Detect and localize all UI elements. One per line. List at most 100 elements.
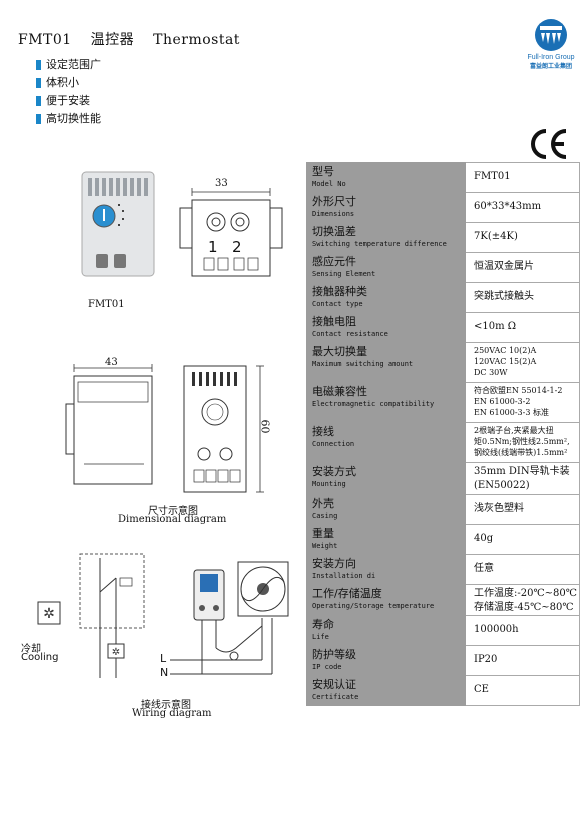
spec-key-zh: 外形尺寸 [312, 195, 356, 208]
model-title: FMT01 [18, 32, 72, 48]
spec-key-en: Maximum switching amount [312, 360, 414, 368]
brand-name-en: Full-Iron Group [527, 54, 575, 61]
spec-value: DC 30W [474, 368, 508, 377]
spec-key-zh: 型号 [312, 165, 334, 178]
product-name-zh: 温控器 [90, 32, 135, 48]
spec-key-en: Weight [312, 542, 338, 550]
spec-key-zh: 切换温差 [312, 225, 356, 238]
spec-key-en: Contact resistance [312, 330, 388, 338]
height-label: 60 [258, 419, 272, 434]
brand-logo: Full-Iron Group 富益朗工业集团 [518, 18, 584, 70]
spec-key-en: Model No [312, 180, 346, 188]
spec-value: IP20 [474, 654, 498, 665]
terminal-1-label: 1 [208, 238, 218, 256]
spec-key-zh: 外壳 [312, 497, 334, 510]
feature-list: 设定范围广 体积小 便于安装 高切换性能 [36, 56, 101, 128]
spec-key-zh: 电磁兼容性 [312, 385, 367, 398]
spec-key-zh: 接触电阻 [312, 315, 356, 328]
spec-value-cell: 浅灰色塑料 [465, 494, 580, 525]
spec-value: EN 61000-3-2 [474, 397, 531, 406]
spec-row: 外形尺寸 Dimensions 60*33*43mm [306, 192, 580, 223]
spec-key-en: Contact type [312, 300, 363, 308]
front-detail-drawing [183, 365, 264, 493]
spec-value: 工作温度:-20℃~80℃ [474, 588, 577, 599]
spec-value-cell: 60*33*43mm [465, 192, 580, 223]
spec-value-cell: 7K(±4K) [465, 222, 580, 253]
spec-row: 接触电阻 Contact resistance <10m Ω [306, 312, 580, 343]
feature-item: 设定范围广 [36, 56, 101, 74]
page-title: FMT01 温控器 Thermostat [18, 29, 254, 49]
dimension-caption-zh: 尺寸示意图 [148, 506, 198, 517]
spec-key-en: Operating/Storage temperature [312, 602, 435, 610]
spec-value: 钢绞线(线端带铁)1.5mm² [474, 448, 568, 457]
product-photo-caption: FMT01 [88, 299, 125, 310]
wiring-caption-en: Wiring diagram [132, 708, 212, 719]
spec-value-cell: 恒温双金属片 [465, 252, 580, 283]
spec-value: 100000h [474, 624, 519, 635]
spec-value-cell: 突跳式接触头 [465, 282, 580, 313]
spec-value: CE [474, 684, 489, 695]
terminal-2-label: 2 [232, 238, 242, 256]
spec-key-en: Mounting [312, 480, 346, 488]
spec-value: <10m Ω [474, 321, 517, 332]
cooling-label-zh: 冷却 [21, 644, 41, 655]
spec-key-cell: 工作/存储温度 Operating/Storage temperature [306, 584, 466, 616]
spec-key-zh: 重量 [312, 527, 334, 540]
spec-key-cell: 型号 Model No [306, 162, 466, 193]
dimension-caption-en: Dimensional diagram [118, 514, 227, 525]
product-photo [81, 171, 155, 277]
spec-key-zh: 防护等级 [312, 648, 356, 661]
wiring-caption-zh: 接线示意图 [141, 700, 191, 711]
spec-key-en: Dimensions [312, 210, 355, 218]
spec-key-en: Certificate [312, 693, 359, 701]
spec-value: 7K(±4K) [474, 231, 518, 242]
spec-key-zh: 工作/存储温度 [312, 587, 382, 600]
spec-value: 任意 [474, 563, 494, 574]
spec-value-cell: <10m Ω [465, 312, 580, 343]
spec-key-cell: 最大切换量 Maximum switching amount [306, 342, 466, 383]
svg-text:✲: ✲ [43, 606, 55, 622]
spec-value-cell: 任意 [465, 554, 580, 585]
wiring-schematic: ✲ ✲ [37, 553, 145, 678]
product-name-en: Thermostat [153, 32, 240, 48]
spec-value: 存储温度-45℃~80℃ [474, 602, 574, 613]
wiring-pictorial [170, 561, 289, 675]
spec-key-en: Sensing Element [312, 270, 376, 278]
side-dimension-drawing [65, 364, 153, 485]
spec-value: 突跳式接触头 [474, 291, 534, 302]
spec-value-cell: 工作温度:-20℃~80℃ 存储温度-45℃~80℃ [465, 584, 580, 616]
spec-value-cell: 35mm DIN导轨卡装(EN50022) [465, 462, 580, 495]
spec-key-zh: 最大切换量 [312, 345, 367, 358]
line-n-label: N [160, 666, 169, 679]
spec-key-cell: 重量 Weight [306, 524, 466, 555]
spec-key-zh: 寿命 [312, 618, 334, 631]
front-dimension-drawing [179, 188, 283, 277]
spec-key-zh: 接线 [312, 425, 334, 438]
spec-key-en: Connection [312, 440, 355, 448]
brand-logo-icon [535, 19, 567, 51]
spec-key-cell: 外形尺寸 Dimensions [306, 192, 466, 223]
ce-mark-icon [531, 129, 567, 159]
spec-value: FMT01 [474, 171, 511, 182]
spec-value: 120VAC 15(2)A [474, 357, 537, 366]
spec-value-cell: IP20 [465, 645, 580, 676]
feature-item: 高切换性能 [36, 110, 101, 128]
